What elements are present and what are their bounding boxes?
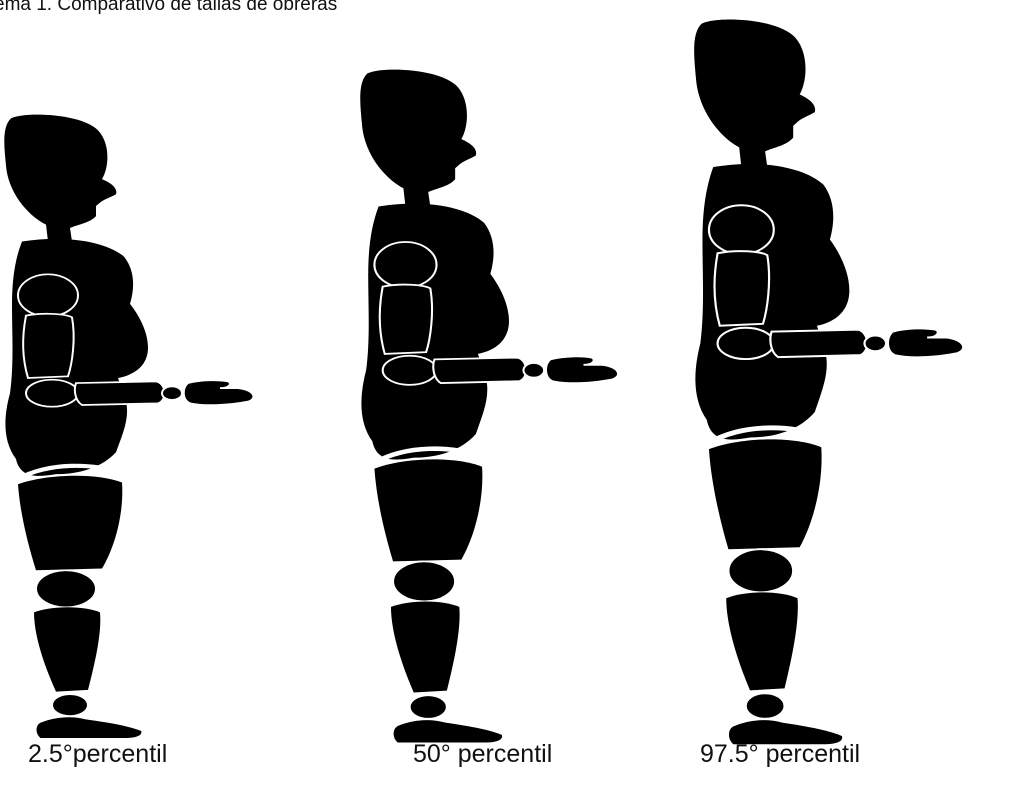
figure-label-2-5-percentil: 2.5°percentil <box>28 740 167 769</box>
worker-figure-97-5-percentil <box>694 20 963 746</box>
figure-label-50-percentil: 50° percentil <box>413 740 552 769</box>
worker-figure-50-percentil <box>360 70 618 744</box>
worker-figure-2-5-percentil <box>4 115 253 739</box>
figure-label-97-5-percentil: 97.5° percentil <box>700 740 860 769</box>
